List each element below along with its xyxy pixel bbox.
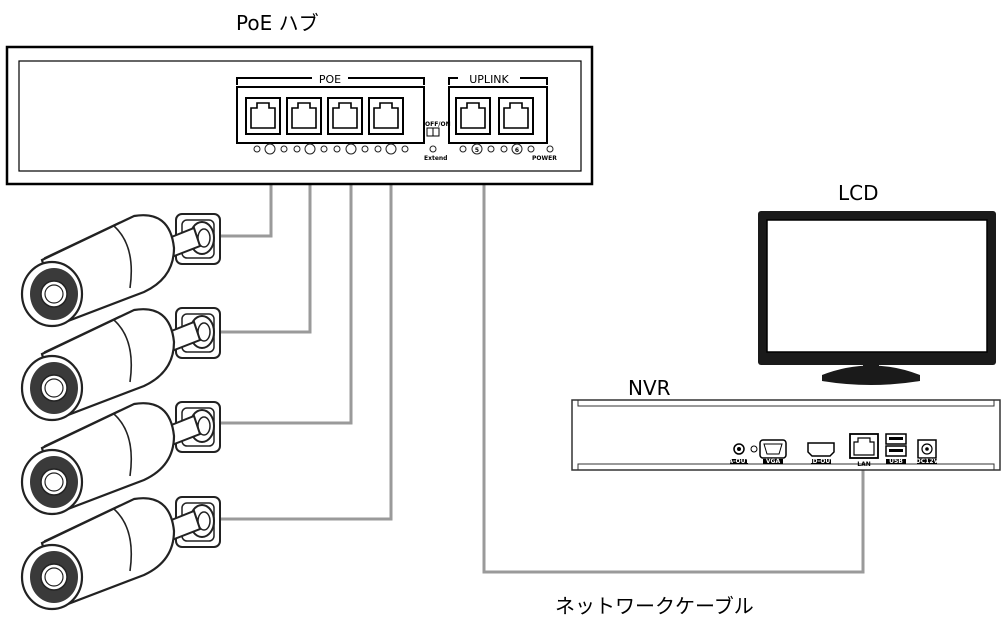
cable-caption: ネットワークケーブル (555, 594, 754, 618)
extend-led (429, 145, 437, 153)
port6-mark: 6 (515, 147, 519, 154)
lcd-title: LCD (838, 181, 879, 205)
camera-cables (210, 124, 393, 521)
port5-mark: 5 (475, 147, 479, 154)
poe-port-3 (327, 97, 363, 135)
switch-label: OFF/ON (425, 121, 451, 128)
poe-group-label: POE (319, 73, 341, 86)
svg-text:USB: USB (889, 458, 903, 465)
uplink-port-5 (455, 97, 491, 135)
poe-led-row (253, 143, 409, 155)
poe-port-2 (286, 97, 322, 135)
power-led (546, 145, 554, 153)
power-label: POWER (532, 155, 557, 162)
hdmi-port (807, 442, 835, 457)
cable-camera-2 (210, 124, 312, 334)
cable-camera-4 (210, 124, 393, 521)
uplink-led-row: 5 6 (459, 143, 554, 155)
lcd-monitor (758, 211, 996, 385)
uplink-port-6 (498, 97, 534, 135)
hub-title: PoE ハブ (236, 11, 319, 35)
svg-text:DC12V: DC12V (916, 458, 939, 465)
nvr-recorder: A-OUT VGA HD-OUT LAN USB DC12V (571, 399, 1001, 471)
nvr-title: NVR (628, 376, 671, 400)
uplink-nvr-cable (482, 124, 865, 574)
svg-text:LAN: LAN (857, 461, 871, 468)
uplink-group-label: UPLINK (469, 73, 509, 86)
poe-hub: POE UPLINK OFF/ON Extend (5, 45, 594, 186)
poe-port-4 (368, 97, 404, 135)
svg-text:HD-OUT: HD-OUT (808, 458, 836, 465)
svg-text:VGA: VGA (766, 458, 781, 465)
svg-text:A-OUT: A-OUT (728, 458, 750, 465)
extend-label: Extend (424, 155, 447, 162)
poe-port-1 (245, 97, 281, 135)
cable-camera-3 (210, 124, 353, 425)
